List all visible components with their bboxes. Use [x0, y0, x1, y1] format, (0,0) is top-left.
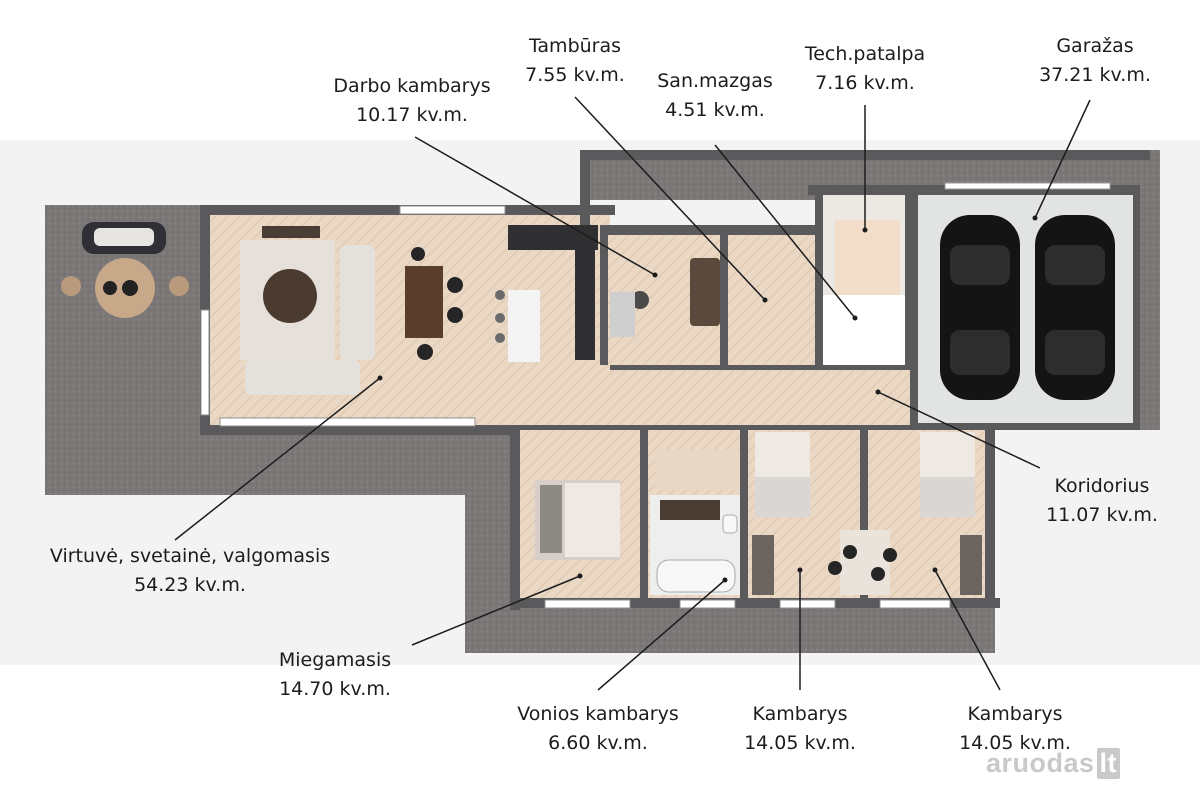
room-name: Tambūras: [528, 35, 622, 57]
leader-garazas: [1034, 99, 1091, 219]
room-area: 37.21 kv.m.: [1039, 64, 1151, 86]
terrace-furniture: [61, 222, 189, 318]
room-name: Koridorius: [1054, 475, 1150, 497]
label-virtuve: Virtuvė, svetainė, valgomasis 54.23 kv.m…: [30, 542, 350, 600]
room-name: Virtuvė, svetainė, valgomasis: [49, 545, 331, 567]
label-kambarys-1: Kambarys 14.05 kv.m.: [730, 700, 870, 758]
room-area: 4.51 kv.m.: [665, 99, 765, 121]
leader-tamburas: [574, 96, 766, 301]
room-area: 14.05 kv.m.: [959, 732, 1071, 754]
leader-koridorius: [877, 391, 1041, 469]
leader-virtuve: [174, 377, 381, 541]
room-name: Kambarys: [752, 703, 848, 725]
leader-kambarys2: [934, 569, 1001, 691]
living-furniture: [240, 225, 720, 395]
leader-dots: [377, 215, 1038, 583]
label-darbo-kambarys: Darbo kambarys 10.17 kv.m.: [312, 72, 512, 130]
room-name: Vonios kambarys: [517, 703, 679, 725]
leader-miegamasis: [411, 575, 581, 646]
label-koridorius: Koridorius 11.07 kv.m.: [1028, 472, 1176, 530]
garage: [910, 182, 1140, 430]
room-name: Kambarys: [967, 703, 1063, 725]
label-miegamasis: Miegamasis 14.70 kv.m.: [255, 646, 415, 704]
room-name: Miegamasis: [278, 649, 392, 671]
leader-lines: [174, 96, 1091, 691]
label-vonios-kambarys: Vonios kambarys 6.60 kv.m.: [498, 700, 698, 758]
leader-sanmazgas: [714, 144, 856, 319]
room-furniture: [535, 432, 982, 595]
car-left: [940, 215, 1020, 400]
label-san-mazgas: San.mazgas 4.51 kv.m.: [640, 67, 790, 125]
leader-vonios: [597, 579, 726, 691]
watermark-tld: lt: [1096, 748, 1121, 779]
label-tamburas: Tambūras 7.55 kv.m.: [505, 32, 645, 90]
room-area: 7.16 kv.m.: [815, 72, 915, 94]
room-area: 14.70 kv.m.: [279, 678, 391, 700]
room-area: 10.17 kv.m.: [356, 104, 468, 126]
room-name: Garažas: [1056, 35, 1134, 57]
label-tech-patalpa: Tech.patalpa 7.16 kv.m.: [785, 40, 945, 98]
label-garazas: Garažas 37.21 kv.m.: [1020, 32, 1170, 90]
room-area: 14.05 kv.m.: [744, 732, 856, 754]
room-area: 7.55 kv.m.: [525, 64, 625, 86]
room-area: 54.23 kv.m.: [134, 574, 246, 596]
room-area: 6.60 kv.m.: [548, 732, 648, 754]
room-name: San.mazgas: [657, 70, 773, 92]
room-name: Darbo kambarys: [333, 75, 491, 97]
room-name: Tech.patalpa: [804, 43, 926, 65]
windows: [200, 205, 951, 609]
watermark-brand: aruodas: [986, 748, 1095, 778]
leader-darbo: [414, 136, 656, 276]
label-kambarys-2: Kambarys 14.05 kv.m.: [945, 700, 1085, 758]
room-area: 11.07 kv.m.: [1046, 504, 1158, 526]
car-right: [1035, 215, 1115, 400]
